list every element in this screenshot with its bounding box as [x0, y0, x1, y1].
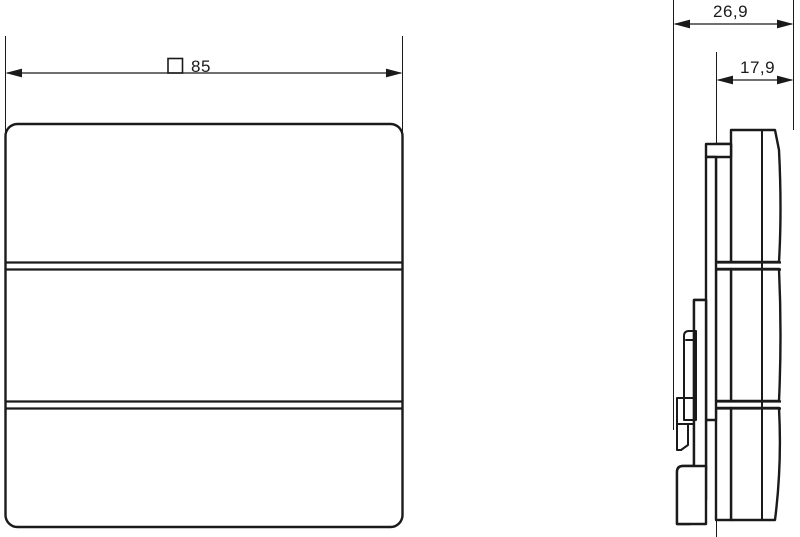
side-faceplate-bottom-segment — [729, 406, 782, 522]
side-support-plate — [704, 155, 718, 422]
rocker-seam-upper — [5, 261, 403, 271]
side-view — [675, 128, 782, 526]
side-back-plate — [675, 464, 708, 526]
side-top-lip — [704, 142, 733, 159]
total-depth-dimension-label: 26,9 — [713, 2, 748, 21]
square-profile-symbol — [167, 57, 184, 74]
width-dimension-label: 85 — [191, 57, 211, 76]
rocker-seam-lower — [5, 400, 403, 410]
side-faceplate-middle-segment — [729, 267, 782, 403]
side-rear-foot — [676, 423, 689, 451]
side-inner-frame-middle — [714, 267, 733, 403]
side-terminal-detail — [683, 330, 697, 421]
arrowhead-right — [386, 68, 403, 78]
front-view: 85 — [4, 36, 404, 529]
arrowhead-179-left — [716, 75, 733, 85]
arrowhead-269-right — [777, 19, 794, 29]
side-inner-frame-bottom — [714, 406, 733, 522]
side-inner-frame-top — [714, 142, 733, 264]
side-faceplate-top-segment — [729, 128, 782, 264]
side-rear-tab — [676, 397, 695, 425]
total-depth-dimension-line — [673, 19, 794, 29]
arrowhead-269-left — [673, 19, 690, 29]
side-seam-lower — [716, 400, 781, 410]
arrowhead-179-right — [777, 75, 794, 85]
front-depth-dimension-label: 17,9 — [740, 58, 775, 77]
front-depth-dimension-line — [716, 75, 794, 85]
front-view-extension-lines — [5, 36, 403, 140]
faceplate-outline — [4, 122, 404, 529]
arrowhead-left — [5, 68, 22, 78]
width-dimension-line — [5, 68, 403, 78]
side-seam-upper — [716, 261, 781, 271]
